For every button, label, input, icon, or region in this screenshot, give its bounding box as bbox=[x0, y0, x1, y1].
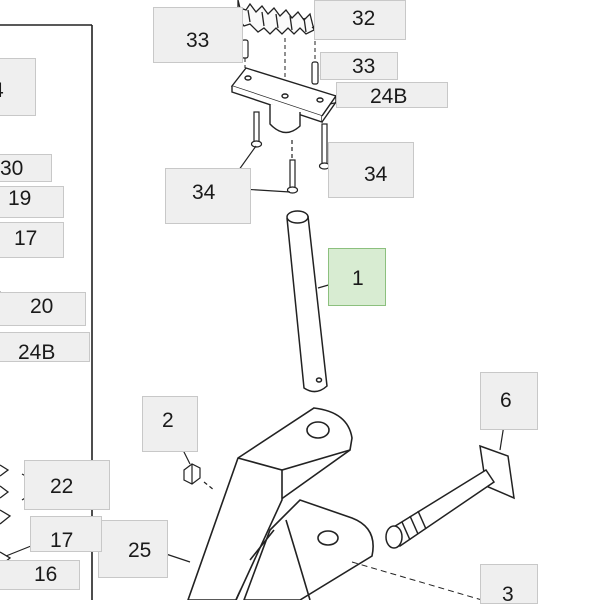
guide-lines-top bbox=[244, 34, 316, 86]
callout-label-19-left: 19 bbox=[8, 187, 32, 210]
callout-box-33-right bbox=[320, 52, 398, 80]
callout-box-30-left bbox=[0, 154, 52, 182]
callout-box-32 bbox=[314, 0, 406, 40]
callout-box-34-left bbox=[165, 168, 251, 224]
callout-box-34-right bbox=[328, 142, 414, 198]
shaft-part bbox=[286, 210, 328, 393]
callout-box-17-left bbox=[0, 222, 64, 258]
bracket-plate bbox=[230, 67, 338, 134]
callout-label-22-left: 22 bbox=[50, 475, 74, 498]
callout-box-2 bbox=[142, 396, 198, 452]
callout-box-16-left bbox=[0, 560, 80, 590]
callout-label-24b: 24B bbox=[370, 85, 408, 108]
guide-line-bottom bbox=[351, 561, 483, 600]
callout-box-1-selected[interactable] bbox=[328, 248, 386, 306]
long-bolt-part bbox=[385, 444, 515, 549]
callout-box-19-left bbox=[0, 186, 64, 218]
callout-label-2: 2 bbox=[162, 409, 174, 432]
pin-right bbox=[311, 61, 319, 85]
callout-label-3: 3 bbox=[502, 583, 514, 606]
callout-label-32: 32 bbox=[352, 7, 376, 30]
callout-label-6: 6 bbox=[500, 389, 512, 412]
callout-label-30-left: 30 bbox=[0, 157, 24, 180]
callout-label-16-left: 16 bbox=[34, 563, 58, 586]
callout-box-4-left bbox=[0, 58, 36, 116]
callout-label-17-left: 17 bbox=[14, 227, 38, 250]
callout-box-33-top bbox=[153, 7, 243, 63]
callout-box-24b-top bbox=[336, 82, 448, 108]
arm-part bbox=[187, 407, 374, 600]
callout-label-34-left: 34 bbox=[192, 181, 216, 204]
nut-part bbox=[183, 463, 215, 491]
bolt-left bbox=[250, 111, 263, 148]
bolt-center bbox=[286, 140, 299, 194]
callout-box-17-left-lower bbox=[30, 516, 102, 552]
callout-label-20-left: 20 bbox=[30, 295, 54, 318]
callout-label-33: 33 bbox=[186, 29, 210, 52]
callout-label-4-left: 4 bbox=[0, 80, 4, 101]
callout-box-22-left bbox=[24, 460, 110, 510]
callout-label-33-right: 33 bbox=[352, 55, 376, 78]
callout-label-34-right: 34 bbox=[364, 163, 388, 186]
callout-box-20-left bbox=[0, 292, 86, 326]
callout-box-6 bbox=[480, 372, 538, 430]
callout-label-1[interactable]: 1 bbox=[352, 267, 364, 290]
chain-part bbox=[237, 0, 315, 35]
callout-label-24b-left: 24B bbox=[18, 341, 56, 364]
callout-label-17-left-lower: 17 bbox=[50, 529, 74, 552]
callout-label-25: 25 bbox=[128, 539, 152, 562]
callout-box-24b-left bbox=[0, 332, 90, 362]
callout-box-25 bbox=[98, 520, 168, 578]
